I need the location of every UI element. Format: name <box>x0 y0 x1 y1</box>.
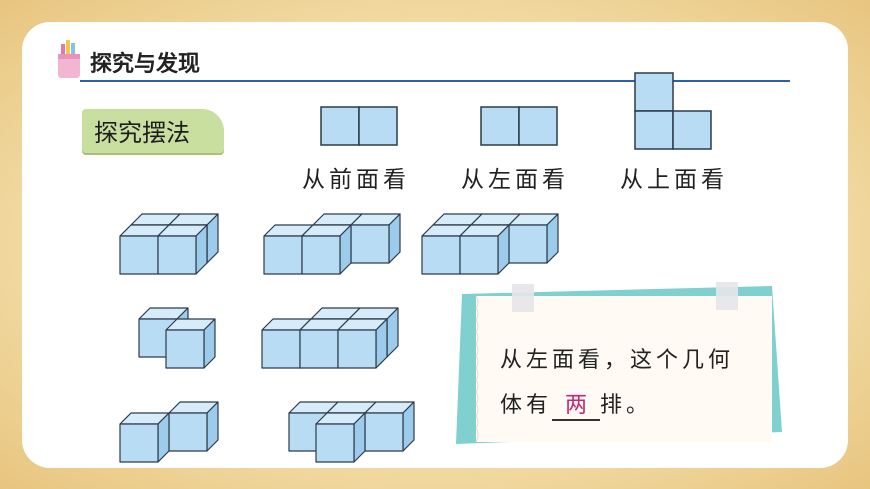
cube-arrangement-4 <box>138 307 216 369</box>
cube-arrangement-7 <box>288 401 415 463</box>
note-suffix: 排。 <box>600 393 653 418</box>
front-view-label: 从前面看 <box>302 167 410 193</box>
cube-arrangement-5 <box>261 307 399 369</box>
unit-cube <box>301 224 352 275</box>
cube-arrangement-1 <box>119 213 219 275</box>
answer-blank: 两 <box>552 387 601 421</box>
unit-cube <box>364 401 415 452</box>
tape-left-icon <box>512 284 534 312</box>
front-view-drawing <box>320 106 398 146</box>
top-view-drawing <box>634 72 712 150</box>
unit-cube <box>119 412 170 463</box>
header-divider <box>80 80 790 82</box>
top-view-label: 从上面看 <box>620 167 728 193</box>
unit-cube <box>165 318 216 369</box>
section-tag-label: 探究摆法 <box>94 119 190 147</box>
note-text-line1: 从左面看，这个几何 <box>500 348 735 373</box>
cube-arrangement-6 <box>119 401 219 463</box>
unit-cube <box>315 412 366 463</box>
unit-cube <box>459 224 510 275</box>
unit-cube <box>350 213 401 264</box>
cube-arrangement-2 <box>263 213 401 275</box>
left-view-label: 从左面看 <box>461 167 569 193</box>
unit-cube <box>508 213 559 264</box>
page-title: 探究与发现 <box>90 52 201 77</box>
note-text-line2: 体有两排。 <box>500 387 652 421</box>
left-view-drawing <box>480 106 558 146</box>
note-prefix: 体有 <box>500 393 553 418</box>
tape-right-icon <box>716 282 738 310</box>
section-tag <box>82 109 224 153</box>
cube-arrangement-3 <box>421 213 559 275</box>
pencil-cup-icon <box>58 40 80 78</box>
unit-cube <box>337 318 388 369</box>
note-card <box>456 282 782 444</box>
unit-cube <box>168 401 219 452</box>
unit-cube <box>157 224 208 275</box>
